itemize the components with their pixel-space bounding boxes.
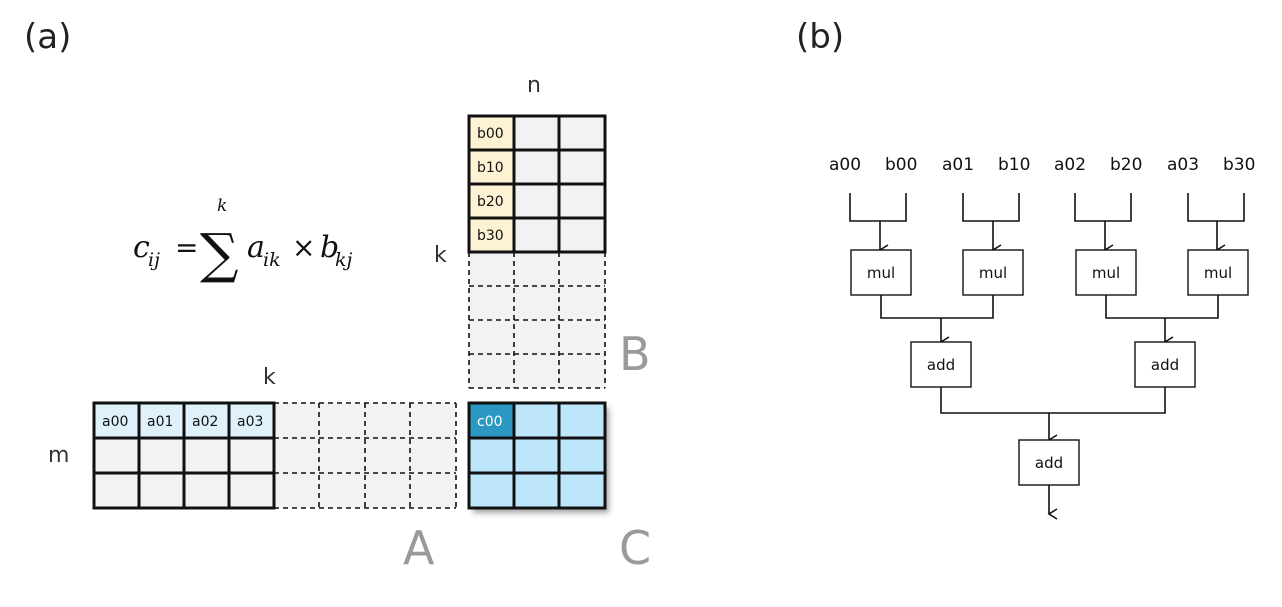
matrix-a-cell: a02 [192, 414, 218, 430]
matrix-a-dashed-grid [274, 402, 457, 509]
formula-upper: k [217, 196, 227, 216]
formula-b: b [320, 230, 339, 265]
panel-a-label: (a) [24, 17, 71, 57]
tree-mul-label: mul [1204, 264, 1232, 282]
matrix-c-c00-cell [469, 403, 514, 438]
tree-input: b20 [1110, 155, 1142, 175]
reduction-tree: a00 b00 a01 b10 a02 b20 a03 b30 mul mul … [829, 155, 1255, 520]
tree-add-mid-label: add [1151, 356, 1179, 374]
tree-input: a01 [942, 155, 974, 175]
tree-input: b00 [885, 155, 917, 175]
formula-times: × [292, 231, 315, 264]
matrix-a-cell: a03 [237, 414, 263, 430]
tree-input: b10 [998, 155, 1030, 175]
tree-mul-label: mul [979, 264, 1007, 282]
matrix-a-name: A [403, 521, 435, 575]
tree-input: a00 [829, 155, 861, 175]
formula-lhs-sub: ij [148, 249, 160, 271]
tree-add-mid-label: add [927, 356, 955, 374]
tree-add-connectors [940, 387, 1166, 446]
formula-sum: ∑ [200, 222, 239, 285]
tree-input-connectors [849, 193, 1245, 256]
matrix-c: c00 [467, 401, 607, 510]
matrix-a: a00 a01 a02 a03 [92, 401, 457, 510]
tree-mul-boxes [850, 249, 1249, 296]
formula-lhs: c [133, 230, 150, 265]
tree-input: a03 [1167, 155, 1199, 175]
formula-b-sub: kj [335, 249, 353, 271]
matrix-a-cell: a00 [102, 414, 128, 430]
tree-add-mid-boxes [910, 341, 1196, 388]
matrix-c-name: C [619, 521, 651, 575]
matrix-b-cell: b30 [477, 228, 504, 244]
dim-k-a-label: k [263, 365, 276, 390]
tree-add-final-box [1018, 439, 1080, 486]
formula-a-sub: ik [263, 249, 281, 271]
matrix-a-dashed-area [274, 403, 456, 508]
tree-mul-connectors [880, 295, 1219, 348]
tree-input: b30 [1223, 155, 1255, 175]
matrix-b-cell: b10 [477, 160, 504, 176]
tree-mul-label: mul [867, 264, 895, 282]
matrix-b-cell: b00 [477, 126, 504, 142]
matrix-b-solid-grid [467, 114, 607, 254]
dim-n-label: n [527, 73, 541, 98]
matrix-b-dashed-grid [468, 252, 606, 389]
matrix-a-solid-grid [92, 401, 276, 510]
matrix-a-cell: a01 [147, 414, 173, 430]
dim-k-b-label: k [434, 243, 447, 268]
matrix-b-cell: b20 [477, 194, 504, 210]
formula-equals: = [175, 231, 198, 264]
formula: c ij = ∑ k a ik × b kj [133, 196, 353, 285]
dim-m-label: m [48, 443, 69, 468]
matrix-c-cell: c00 [477, 414, 503, 430]
tree-input: a02 [1054, 155, 1086, 175]
formula-a: a [247, 230, 265, 265]
tree-add-final-label: add [1035, 454, 1063, 472]
matrix-b-name: B [619, 327, 651, 381]
tree-mul-label: mul [1092, 264, 1120, 282]
matrix-c-grid [467, 401, 607, 510]
panel-b-label: (b) [796, 17, 844, 57]
matrix-b: b00 b10 b20 b30 [467, 114, 607, 389]
